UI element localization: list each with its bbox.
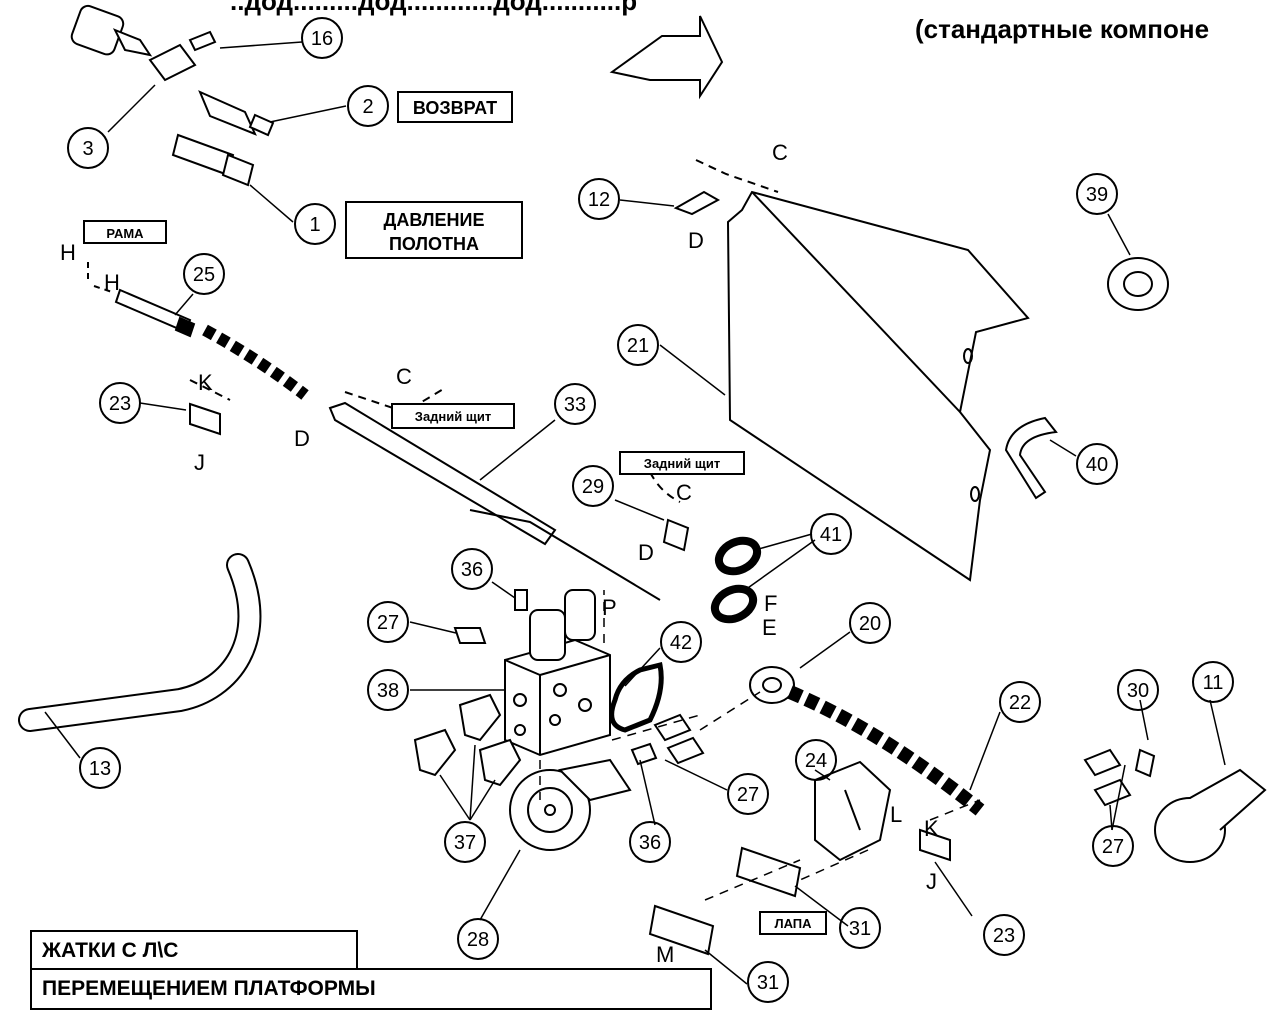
svg-text:C: C	[396, 364, 412, 389]
callout-21: 21	[627, 335, 649, 357]
caption-frame: РАМА	[106, 226, 144, 241]
callout-28: 28	[467, 929, 489, 951]
svg-text:D: D	[294, 426, 310, 451]
title-block-line1: ЖАТКИ С Л\С	[30, 930, 358, 970]
svg-text:C: C	[676, 480, 692, 505]
svg-text:K: K	[924, 816, 939, 841]
seal-ring	[1107, 257, 1169, 311]
top-fittings	[70, 4, 275, 187]
callout-24: 24	[805, 750, 827, 772]
callout-3: 3	[82, 138, 93, 160]
caption-pressure-1: ДАВЛЕНИЕ	[384, 210, 485, 230]
hydraulic-motor	[509, 758, 632, 851]
callout-11: 11	[1203, 672, 1224, 694]
caption-boxes	[83, 91, 827, 935]
callout-37: 37	[454, 832, 476, 854]
callout-23: 23	[109, 393, 131, 415]
callout-22: 22	[1009, 692, 1031, 714]
callout-circles	[67, 17, 1234, 1003]
svg-text:E: E	[762, 615, 777, 640]
chain-long	[787, 685, 985, 816]
callout-12: 12	[588, 189, 610, 211]
callout-38: 38	[377, 680, 399, 702]
caption-return: ВОЗВРАТ	[413, 98, 497, 118]
caption-rear-shield-2: Задний щит	[644, 456, 720, 471]
callout-1: 1	[309, 214, 320, 236]
page-subtitle: (стандартные компоне	[915, 14, 1210, 44]
svg-text:D: D	[638, 540, 654, 565]
callout-41: 41	[820, 524, 842, 546]
svg-text:J: J	[194, 450, 205, 475]
callout-27b: 27	[1102, 836, 1124, 858]
callout-31b: 31	[757, 972, 779, 994]
valve-block	[504, 589, 611, 757]
caption-pressure-2: ПОЛОТНА	[389, 234, 479, 254]
svg-text:K: K	[198, 370, 213, 395]
callout-27c: 27	[737, 784, 759, 806]
caption-rear-shield: Задний щит	[415, 409, 491, 424]
svg-text:F: F	[764, 591, 777, 616]
callout-31: 31	[849, 918, 871, 940]
reference-letters: C D H H K J C D C D P F E L K J M	[60, 140, 939, 967]
hook-40	[1004, 416, 1058, 500]
svg-text:M: M	[656, 942, 674, 967]
callout-39: 39	[1086, 184, 1108, 206]
callout-36: 36	[461, 559, 483, 581]
svg-text:H: H	[60, 240, 76, 265]
callout-25: 25	[193, 264, 215, 286]
callout-42: 42	[670, 632, 692, 654]
svg-text:C: C	[772, 140, 788, 165]
callout-numbers: 16 2 3 1 12 39 25 21 23 33 29 40 41 36 2…	[82, 28, 1223, 994]
svg-text:D: D	[688, 228, 704, 253]
callout-2: 2	[362, 96, 373, 118]
svg-text:L: L	[890, 802, 902, 827]
svg-text:P: P	[602, 595, 617, 620]
callout-23b: 23	[993, 925, 1015, 947]
chain-short	[202, 324, 309, 400]
title-block-line2: ПЕРЕМЕЩЕНИЕМ ПЛАТФОРМЫ	[30, 968, 712, 1010]
callout-40: 40	[1086, 454, 1108, 476]
shield-panel	[726, 190, 1030, 582]
leader-lines	[44, 41, 1226, 985]
callout-36b: 36	[639, 832, 661, 854]
callout-27: 27	[377, 612, 399, 634]
motor-11	[1154, 768, 1267, 863]
callout-30: 30	[1127, 680, 1149, 702]
svg-text:J: J	[926, 869, 937, 894]
callout-20: 20	[859, 613, 881, 635]
direction-arrow	[609, 15, 724, 100]
svg-text:H: H	[104, 270, 120, 295]
bar-33	[328, 401, 557, 546]
callout-33: 33	[564, 394, 586, 416]
callout-13: 13	[89, 758, 111, 780]
callout-16: 16	[311, 28, 333, 50]
callout-29: 29	[582, 476, 604, 498]
center-lines	[539, 590, 981, 901]
caption-foot: ЛАПА	[774, 916, 812, 931]
page-title: ..дод.........дод............дод........…	[230, 0, 638, 16]
